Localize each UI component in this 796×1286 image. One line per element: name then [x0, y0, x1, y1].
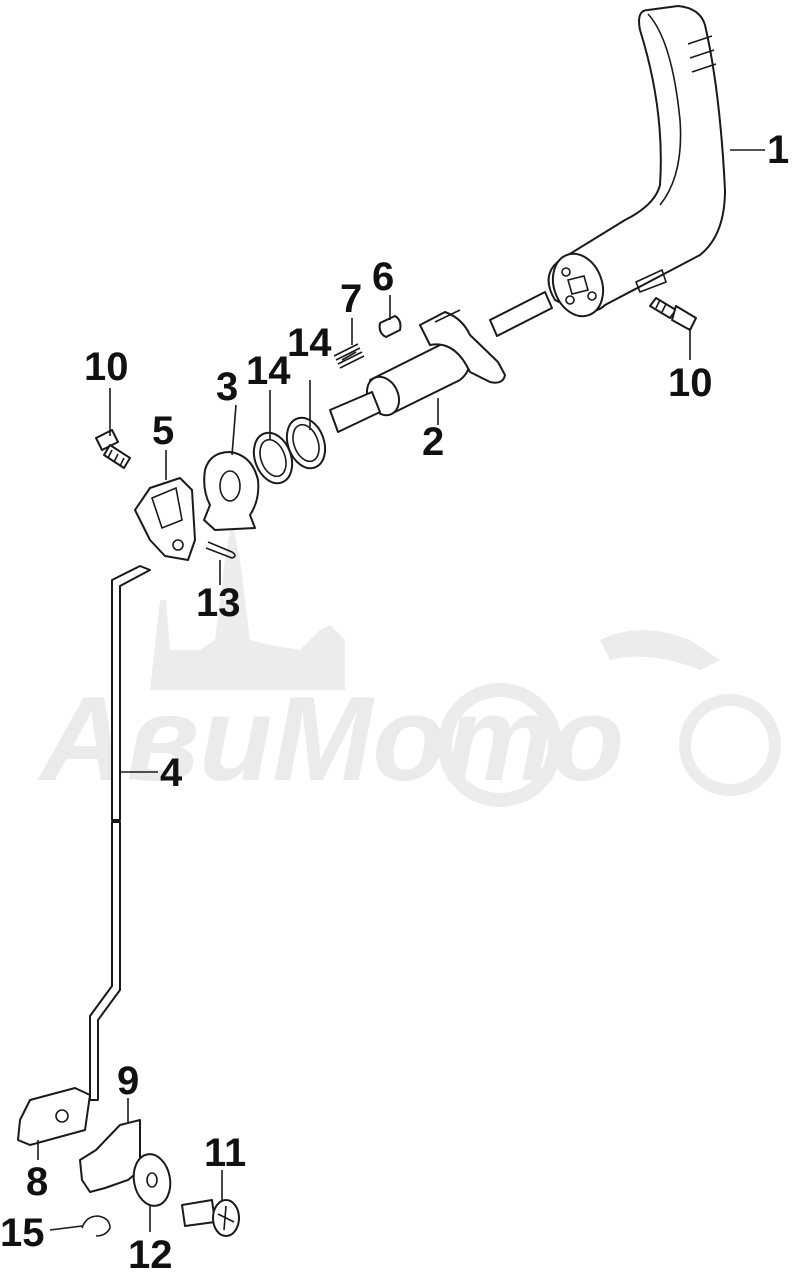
part-4-brake-rod — [89, 565, 151, 1101]
callout-11: 11 — [204, 1131, 246, 1175]
part-12-washer — [132, 1153, 172, 1207]
callout-3: 3 — [216, 365, 238, 409]
callout-numbers: 1 2 3 14 14 7 6 10 10 5 13 4 9 8 11 15 1… — [0, 128, 789, 1277]
part-6-pin — [378, 315, 402, 338]
part-2-pedal-shaft — [329, 291, 553, 433]
part-1-pedal-arm — [547, 5, 726, 318]
part-11-bolt — [181, 1199, 240, 1237]
callout-5: 5 — [152, 409, 174, 453]
part-5-joint-bracket — [134, 477, 196, 561]
callout-10-right: 10 — [668, 361, 713, 405]
callout-12: 12 — [128, 1233, 173, 1277]
watermark-logo: АвиМото — [37, 520, 781, 807]
part-7-spring — [333, 343, 365, 369]
callout-15: 15 — [0, 1211, 45, 1255]
part-9-rod-joint — [79, 1119, 141, 1193]
callout-10-left: 10 — [84, 345, 129, 389]
leader-lines — [37, 149, 765, 1232]
callout-14-b: 14 — [287, 321, 332, 365]
part-10-bolt-right — [649, 297, 697, 331]
part-13-cotter-pin — [205, 541, 236, 559]
part-15-clip — [81, 1215, 111, 1237]
callout-4: 4 — [160, 751, 183, 795]
callout-2: 2 — [422, 420, 444, 464]
part-10-bolt-left — [95, 429, 131, 469]
callout-9: 9 — [117, 1059, 139, 1103]
watermark-text: АвиМото — [37, 672, 624, 806]
callout-8: 8 — [26, 1160, 48, 1204]
callout-6: 6 — [372, 255, 394, 299]
callout-1: 1 — [767, 128, 789, 172]
part-8-plate — [17, 1087, 91, 1146]
callout-7: 7 — [340, 277, 362, 321]
callout-13: 13 — [196, 581, 241, 625]
part-14-o-ring-b — [285, 416, 327, 470]
callout-14-a: 14 — [246, 349, 291, 393]
part-3-stopper-plate — [203, 451, 260, 531]
